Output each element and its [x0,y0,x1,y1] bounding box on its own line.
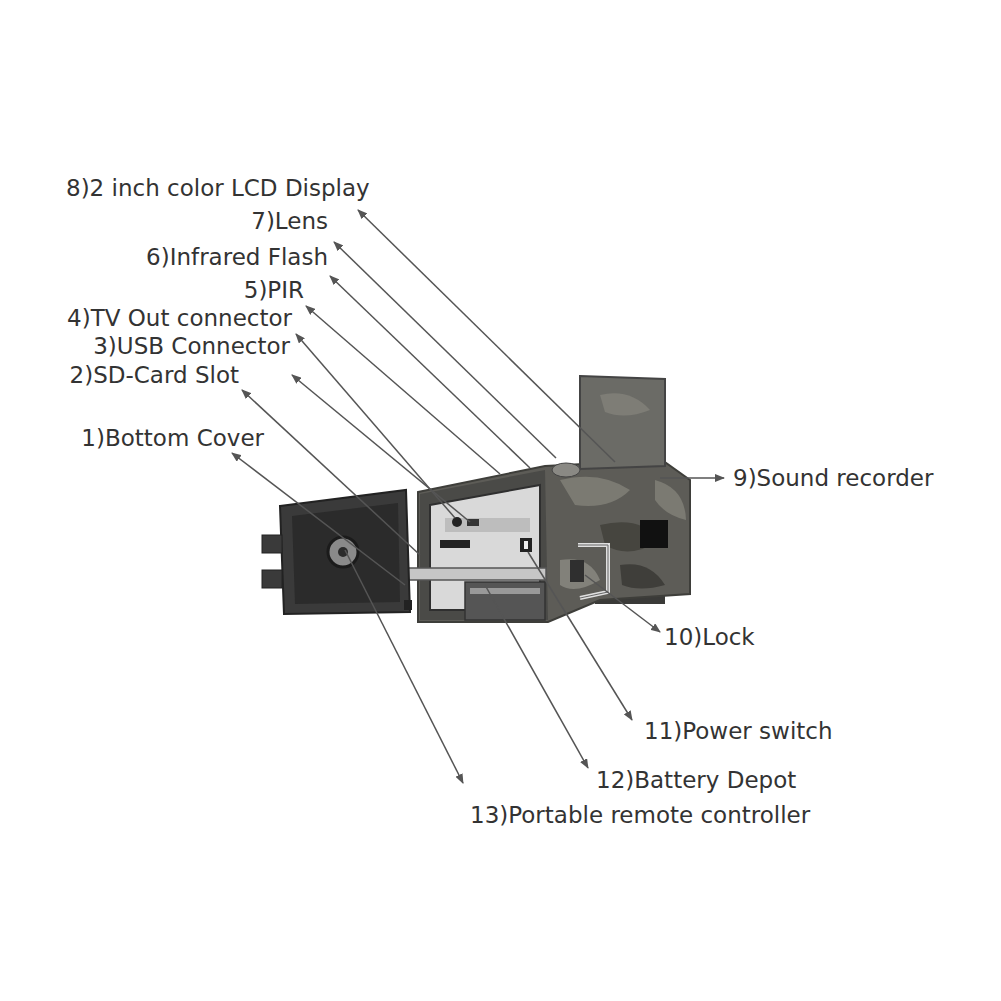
callout-label: 6)Infrared Flash [146,244,328,270]
callout-label: 12)Battery Depot [596,767,796,793]
callout-label: 11)Power switch [644,718,833,744]
callout-label: 3)USB Connector [93,333,290,359]
interior [430,485,540,610]
leader-lines [232,210,724,783]
callout-label: 2)SD-Card Slot [70,362,239,388]
lcd-flap [580,376,665,469]
callout-label: 10)Lock [664,624,755,650]
callout-label: 13)Portable remote controller [470,802,810,828]
camera-body [418,460,690,622]
callout-label: 8)2 inch color LCD Display [66,175,370,201]
battery-tray [408,568,546,580]
callout-label: 5)PIR [244,277,304,303]
callout-label: 7)Lens [251,208,328,234]
bottom-cover [280,490,410,614]
callout-label: 4)TV Out connector [67,305,292,331]
side-window [640,520,668,548]
callout-label: 1)Bottom Cover [81,425,264,451]
sound-sensor [552,463,580,477]
callout-label: 9)Sound recorder [733,465,933,491]
